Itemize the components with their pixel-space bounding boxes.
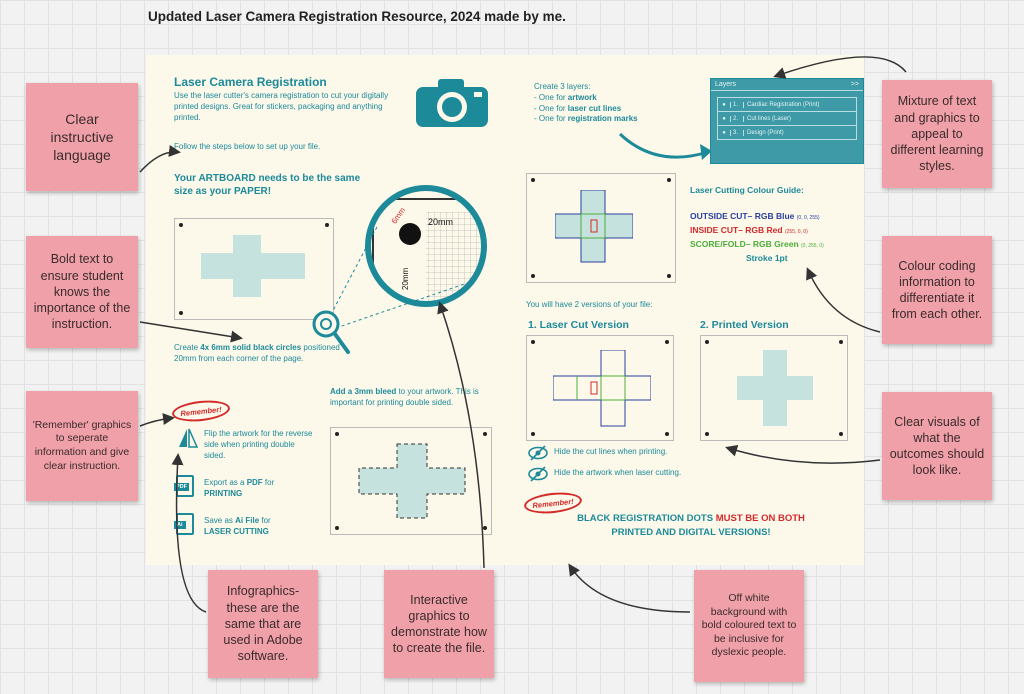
stroke-text: Stroke 1pt — [746, 253, 788, 263]
visibility-icon[interactable]: ● — [722, 129, 726, 136]
note-colour-coding: Colour coding information to differentia… — [882, 236, 992, 344]
artboard-diagram — [174, 218, 334, 320]
hide-art-text: Hide the artwork when laser cutting. — [554, 468, 682, 477]
magnifier-icon — [312, 310, 350, 354]
layer-line: - One for registration marks — [534, 114, 638, 124]
artboard-text: Your ARTBOARD needs to be the same size … — [174, 173, 361, 197]
zoom-label-20mm-h: 20mm — [428, 217, 453, 227]
zoom-circle: 20mm 6mm 20mm — [365, 185, 487, 307]
layer-row[interactable]: ● 1. Cardiac Registration (Print) — [718, 98, 856, 112]
layers-panel: Layers >> ● 1. Cardiac Registration (Pri… — [710, 78, 864, 164]
visibility-icon[interactable]: ● — [722, 101, 726, 108]
pdf-text: Export as a PDF for PRINTING — [204, 478, 275, 498]
pdf-icon-label: PDF — [174, 483, 189, 491]
arrow-icon — [618, 132, 712, 160]
note-interactive: Interactive graphics to demonstrate how … — [384, 570, 494, 678]
layers-panel-title: Layers — [715, 81, 737, 88]
bleed-cross — [358, 443, 466, 519]
layers-intro-block: Create 3 layers: - One for artwork - One… — [534, 82, 694, 125]
version1-title: 1. Laser Cut Version — [528, 319, 629, 331]
poster-intro: Use the laser cutter's camera registrati… — [174, 91, 389, 122]
colour-score: SCORE/FOLD– RGB Green (0, 255, 0) — [690, 239, 824, 249]
cut-layout-diagram — [526, 173, 676, 283]
layer-row[interactable]: ● 2. Cut lines (Laser) — [718, 112, 856, 126]
collapse-icon[interactable]: >> — [850, 81, 859, 88]
visibility-icon[interactable]: ● — [722, 115, 726, 122]
page-title: Updated Laser Camera Registration Resour… — [148, 9, 566, 24]
circles-instruction: Create 4x 6mm solid black circles positi… — [174, 343, 340, 363]
note-offwhite: Off white background with bold coloured … — [694, 570, 804, 682]
bleed-diagram — [330, 427, 492, 535]
poster: Laser Camera Registration Use the laser … — [146, 55, 864, 565]
colour-guide-title: Laser Cutting Colour Guide: — [690, 185, 804, 195]
layers-panel-header: Layers >> — [711, 79, 863, 91]
follow-steps: Follow the steps below to set up your fi… — [174, 142, 321, 151]
ai-text: Save as Ai File for LASER CUTTING — [204, 516, 271, 536]
layer-row[interactable]: ● 3. Design (Print) — [718, 126, 856, 139]
hide-cut-text: Hide the cut lines when printing. — [554, 447, 668, 456]
note-bold-text: Bold text to ensure student knows the im… — [26, 236, 138, 348]
cross-shape — [201, 235, 305, 297]
note-remember-graphics: 'Remember' graphics to seperate informat… — [26, 391, 138, 501]
layers-intro: Create 3 layers: — [534, 82, 591, 91]
flip-icon — [179, 428, 198, 448]
zoom-connector — [327, 224, 477, 329]
note-mixture: Mixture of text and graphics to appeal t… — [882, 80, 992, 188]
eye-hidden-icon — [528, 466, 548, 482]
note-clear-language: Clear instructive language — [26, 83, 138, 191]
zoom-label-20mm-v: 20mm — [401, 267, 410, 290]
laser-cut-version-diagram — [526, 335, 674, 441]
note-infographics: Infographics- these are the same that ar… — [208, 570, 318, 678]
version2-title: 2. Printed Version — [700, 319, 789, 331]
eye-hidden-icon — [528, 445, 548, 461]
layers-list: ● 1. Cardiac Registration (Print) ● 2. C… — [717, 97, 857, 140]
camera-icon — [416, 79, 488, 127]
colour-outside: OUTSIDE CUT– RGB Blue (0, 0, 255) — [690, 211, 820, 221]
ai-icon-label: Ai — [174, 521, 186, 529]
layer-line: - One for laser cut lines — [534, 103, 622, 113]
note-clear-visuals: Clear visuals of what the outcomes shoul… — [882, 392, 992, 500]
colour-inside: INSIDE CUT– RGB Red (255, 0, 0) — [690, 225, 808, 235]
printed-version-diagram — [700, 335, 848, 441]
bleed-text: Add a 3mm bleed to your artwork. This is… — [330, 387, 479, 407]
flip-text: Flip the artwork for the reverse side wh… — [204, 429, 313, 460]
layer-line: - One for artwork — [534, 92, 597, 102]
poster-heading: Laser Camera Registration — [174, 75, 327, 89]
versions-intro: You will have 2 versions of your file: — [526, 300, 653, 309]
